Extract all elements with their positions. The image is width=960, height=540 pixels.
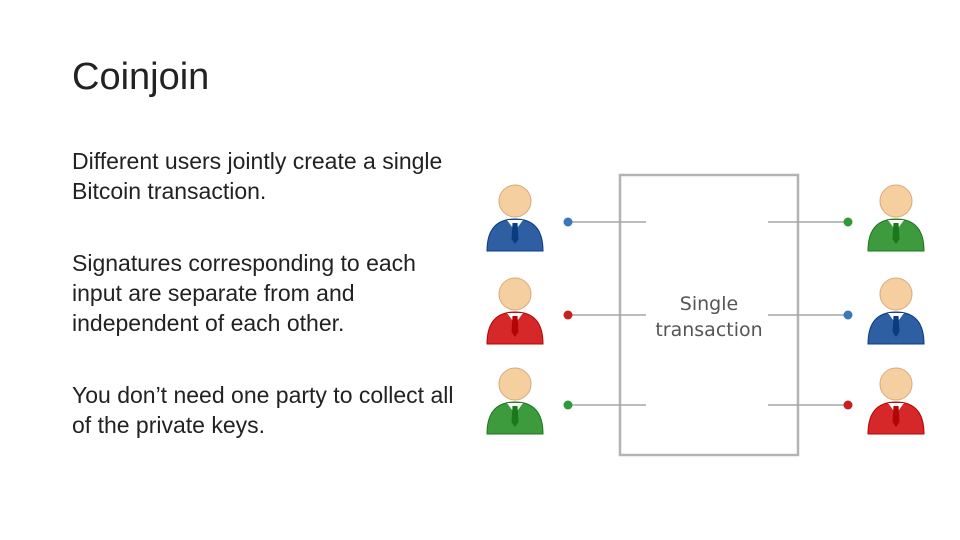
output-dot — [843, 400, 853, 410]
output-dot — [843, 310, 853, 320]
user-tie — [511, 316, 519, 337]
input-dot — [563, 310, 573, 320]
user-icon — [867, 277, 925, 345]
input-dot — [563, 217, 573, 227]
user-icon — [486, 277, 544, 345]
user-head — [879, 277, 913, 311]
bullet-item: You don’t need one party to collect all … — [72, 382, 454, 438]
user-head — [498, 277, 532, 311]
slide-title: Coinjoin — [72, 56, 210, 98]
user-icon — [486, 367, 544, 435]
user-head — [879, 184, 913, 218]
participants — [486, 184, 925, 435]
output-dot — [843, 217, 853, 227]
transaction-label-line2: transaction — [655, 319, 762, 341]
bullet-list: Different users jointly create a single … — [72, 146, 472, 482]
user-tie — [892, 223, 900, 244]
user-icon — [486, 184, 544, 252]
bullet-item: Signatures corresponding to each input a… — [72, 250, 416, 336]
user-head — [498, 184, 532, 218]
user-tie — [892, 406, 900, 427]
bullet-item: Different users jointly create a single … — [72, 148, 443, 204]
user-head — [879, 367, 913, 401]
coinjoin-diagram: Single transaction — [486, 173, 925, 457]
user-icon — [867, 367, 925, 435]
transaction-label-line1: Single — [680, 293, 738, 315]
user-head — [498, 367, 532, 401]
user-tie — [511, 223, 519, 244]
user-icon — [867, 184, 925, 252]
input-dot — [563, 400, 573, 410]
user-tie — [511, 406, 519, 427]
user-tie — [892, 316, 900, 337]
